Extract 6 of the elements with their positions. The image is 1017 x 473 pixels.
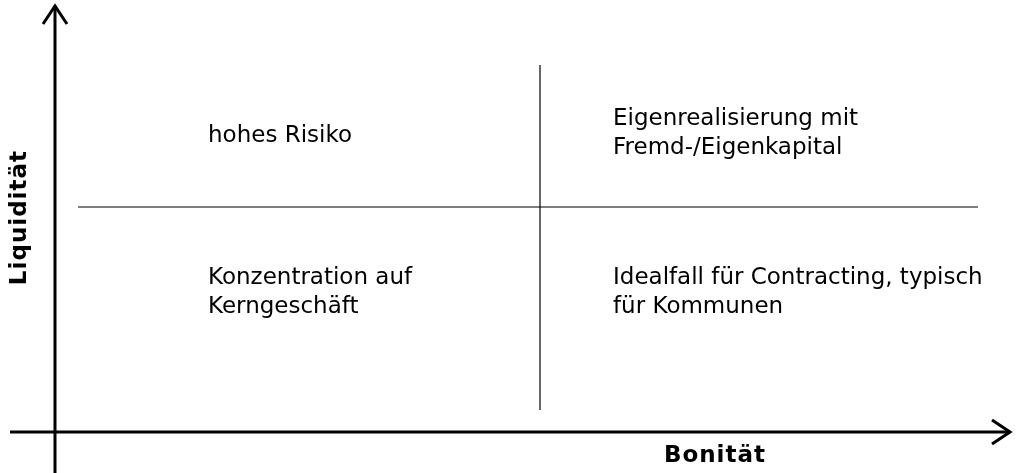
axis-title: Liquidität <box>4 150 32 286</box>
quadrant-label: Idealfall für Contracting, typisch für Kommunen <box>613 262 983 320</box>
quadrant-label: Konzentration auf Kerngeschäft <box>208 262 414 320</box>
quadrant-label: hohes Risiko <box>208 120 353 149</box>
axis-title: Bonität <box>663 440 766 469</box>
quadrant-label: Eigenrealisierung mit Fremd-/Eigenkapital <box>613 103 860 161</box>
